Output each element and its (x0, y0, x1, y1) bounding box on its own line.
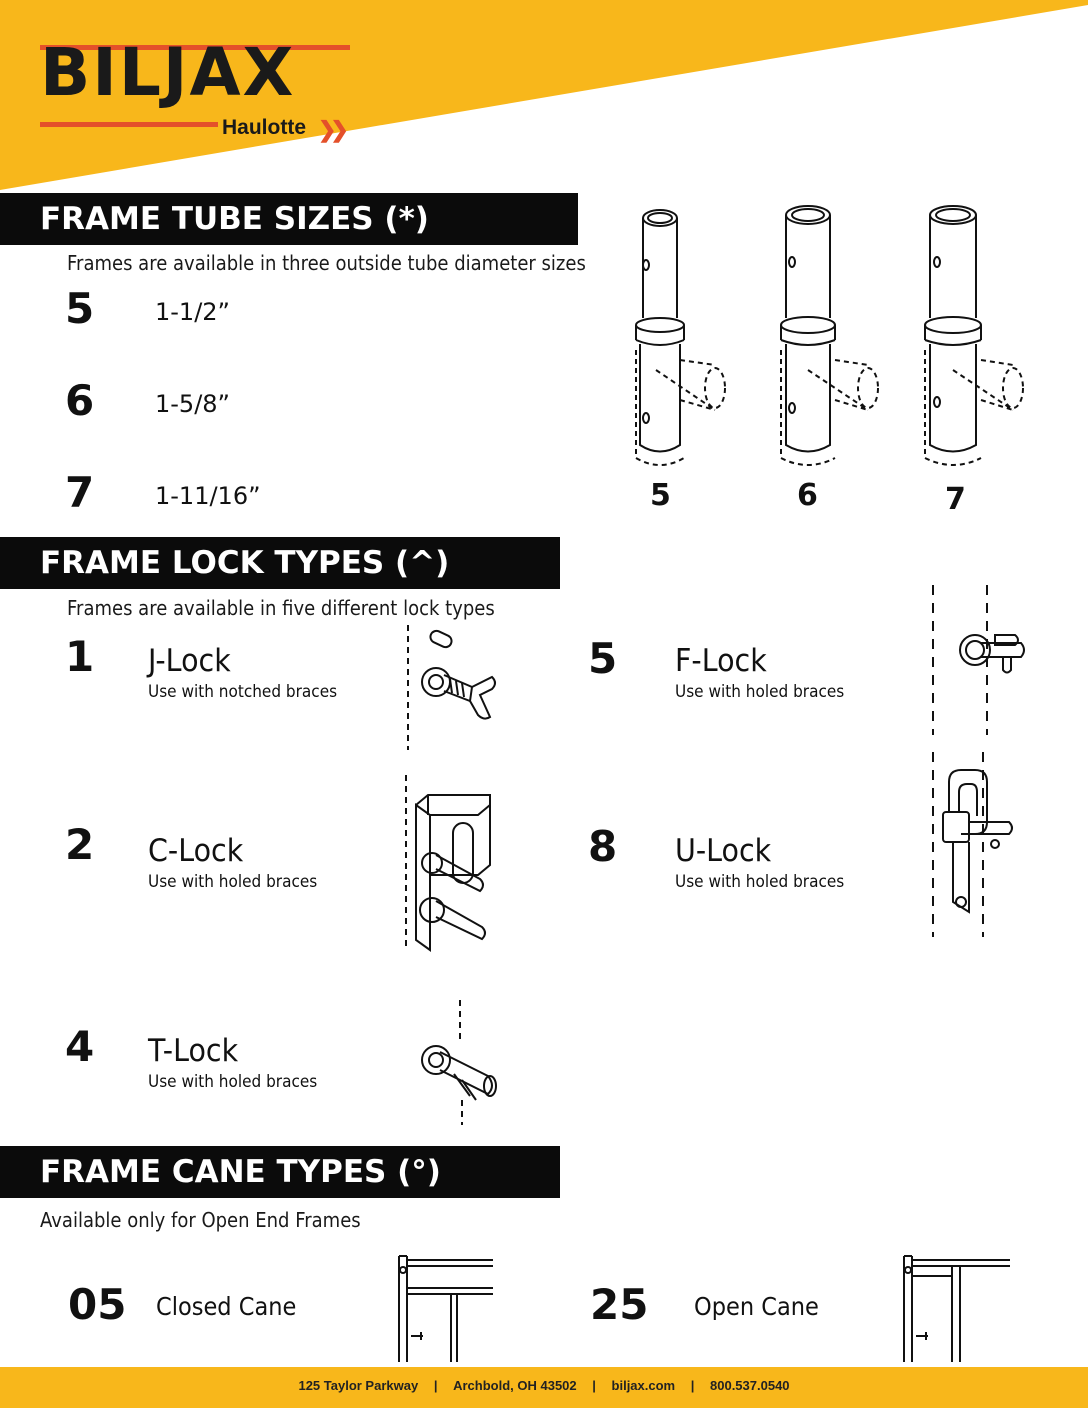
logo-bottom-stripe (40, 122, 218, 127)
closed-cane-icon (398, 1255, 493, 1362)
lock-name: T-Lock (148, 1033, 239, 1069)
cane-code: 25 (590, 1280, 649, 1329)
lock-name: F-Lock (675, 643, 767, 679)
tube-size-illustration (635, 205, 1024, 466)
footer-website-link[interactable]: biljax.com (611, 1378, 676, 1393)
section-title-tube-sizes: FRAME TUBE SIZES (*) (0, 193, 578, 245)
u-lock-icon (932, 752, 1013, 937)
lock-desc: Use with holed braces (148, 1072, 318, 1092)
lock-name: J-Lock (148, 643, 231, 679)
tube-size-code: 7 (65, 468, 95, 517)
tube-5-drawing (635, 209, 726, 466)
c-lock-icon (405, 775, 491, 952)
footer-contact: 125 Taylor Parkway | Archbold, OH 43502 … (0, 1378, 1088, 1393)
tube-diagram-label: 6 (797, 478, 818, 513)
footer-bar (0, 1367, 1088, 1408)
footer-address: 125 Taylor Parkway (298, 1378, 419, 1393)
lock-code: 2 (65, 820, 95, 869)
t-lock-icon (421, 1000, 497, 1125)
tube-size-code: 6 (65, 376, 95, 425)
footer-separator: | (592, 1378, 596, 1393)
chevron-icon: ❯❯ (318, 117, 349, 142)
lock-name: C-Lock (148, 833, 244, 869)
footer-city: Archbold, OH 43502 (453, 1378, 577, 1393)
section-title-lock-types: FRAME LOCK TYPES (^) (0, 537, 560, 589)
lock-name: U-Lock (675, 833, 772, 869)
logo-top-stripe (40, 45, 350, 50)
open-cane-icon (903, 1255, 1010, 1362)
lock-desc: Use with holed braces (675, 872, 845, 892)
brand-logo: BILJAX (40, 34, 296, 111)
section-title-cane-types: FRAME CANE TYPES (°) (0, 1146, 560, 1198)
lock-desc: Use with notched braces (148, 682, 338, 702)
tube-size-value: 1-11/16” (155, 482, 261, 510)
lock-code: 4 (65, 1022, 95, 1071)
cane-name: Closed Cane (156, 1292, 297, 1321)
tube-sizes-subtitle: Frames are available in three outside tu… (67, 251, 586, 275)
tube-size-code: 5 (65, 284, 95, 333)
tube-size-value: 1-5/8” (155, 390, 230, 418)
lock-code: 5 (588, 634, 618, 683)
f-lock-icon (932, 585, 1025, 735)
cane-name: Open Cane (694, 1292, 819, 1321)
footer-phone[interactable]: 800.537.0540 (710, 1378, 790, 1393)
lock-code: 8 (588, 822, 618, 871)
lock-desc: Use with holed braces (148, 872, 318, 892)
footer-separator: | (433, 1378, 438, 1393)
lock-code: 1 (65, 632, 95, 681)
tube-diagram-label: 7 (945, 482, 966, 517)
cane-code: 05 (68, 1280, 127, 1329)
cane-types-subtitle: Available only for Open End Frames (40, 1208, 361, 1232)
tube-size-value: 1-1/2” (155, 298, 230, 326)
tube-7-drawing (924, 205, 1024, 466)
j-lock-icon (407, 625, 496, 750)
tube-6-drawing (780, 205, 879, 466)
lock-types-subtitle: Frames are available in five different l… (67, 596, 495, 620)
footer-separator: | (690, 1378, 695, 1393)
tube-diagram-label: 5 (650, 478, 671, 513)
brand-sub: Haulotte (222, 116, 306, 139)
lock-desc: Use with holed braces (675, 682, 845, 702)
